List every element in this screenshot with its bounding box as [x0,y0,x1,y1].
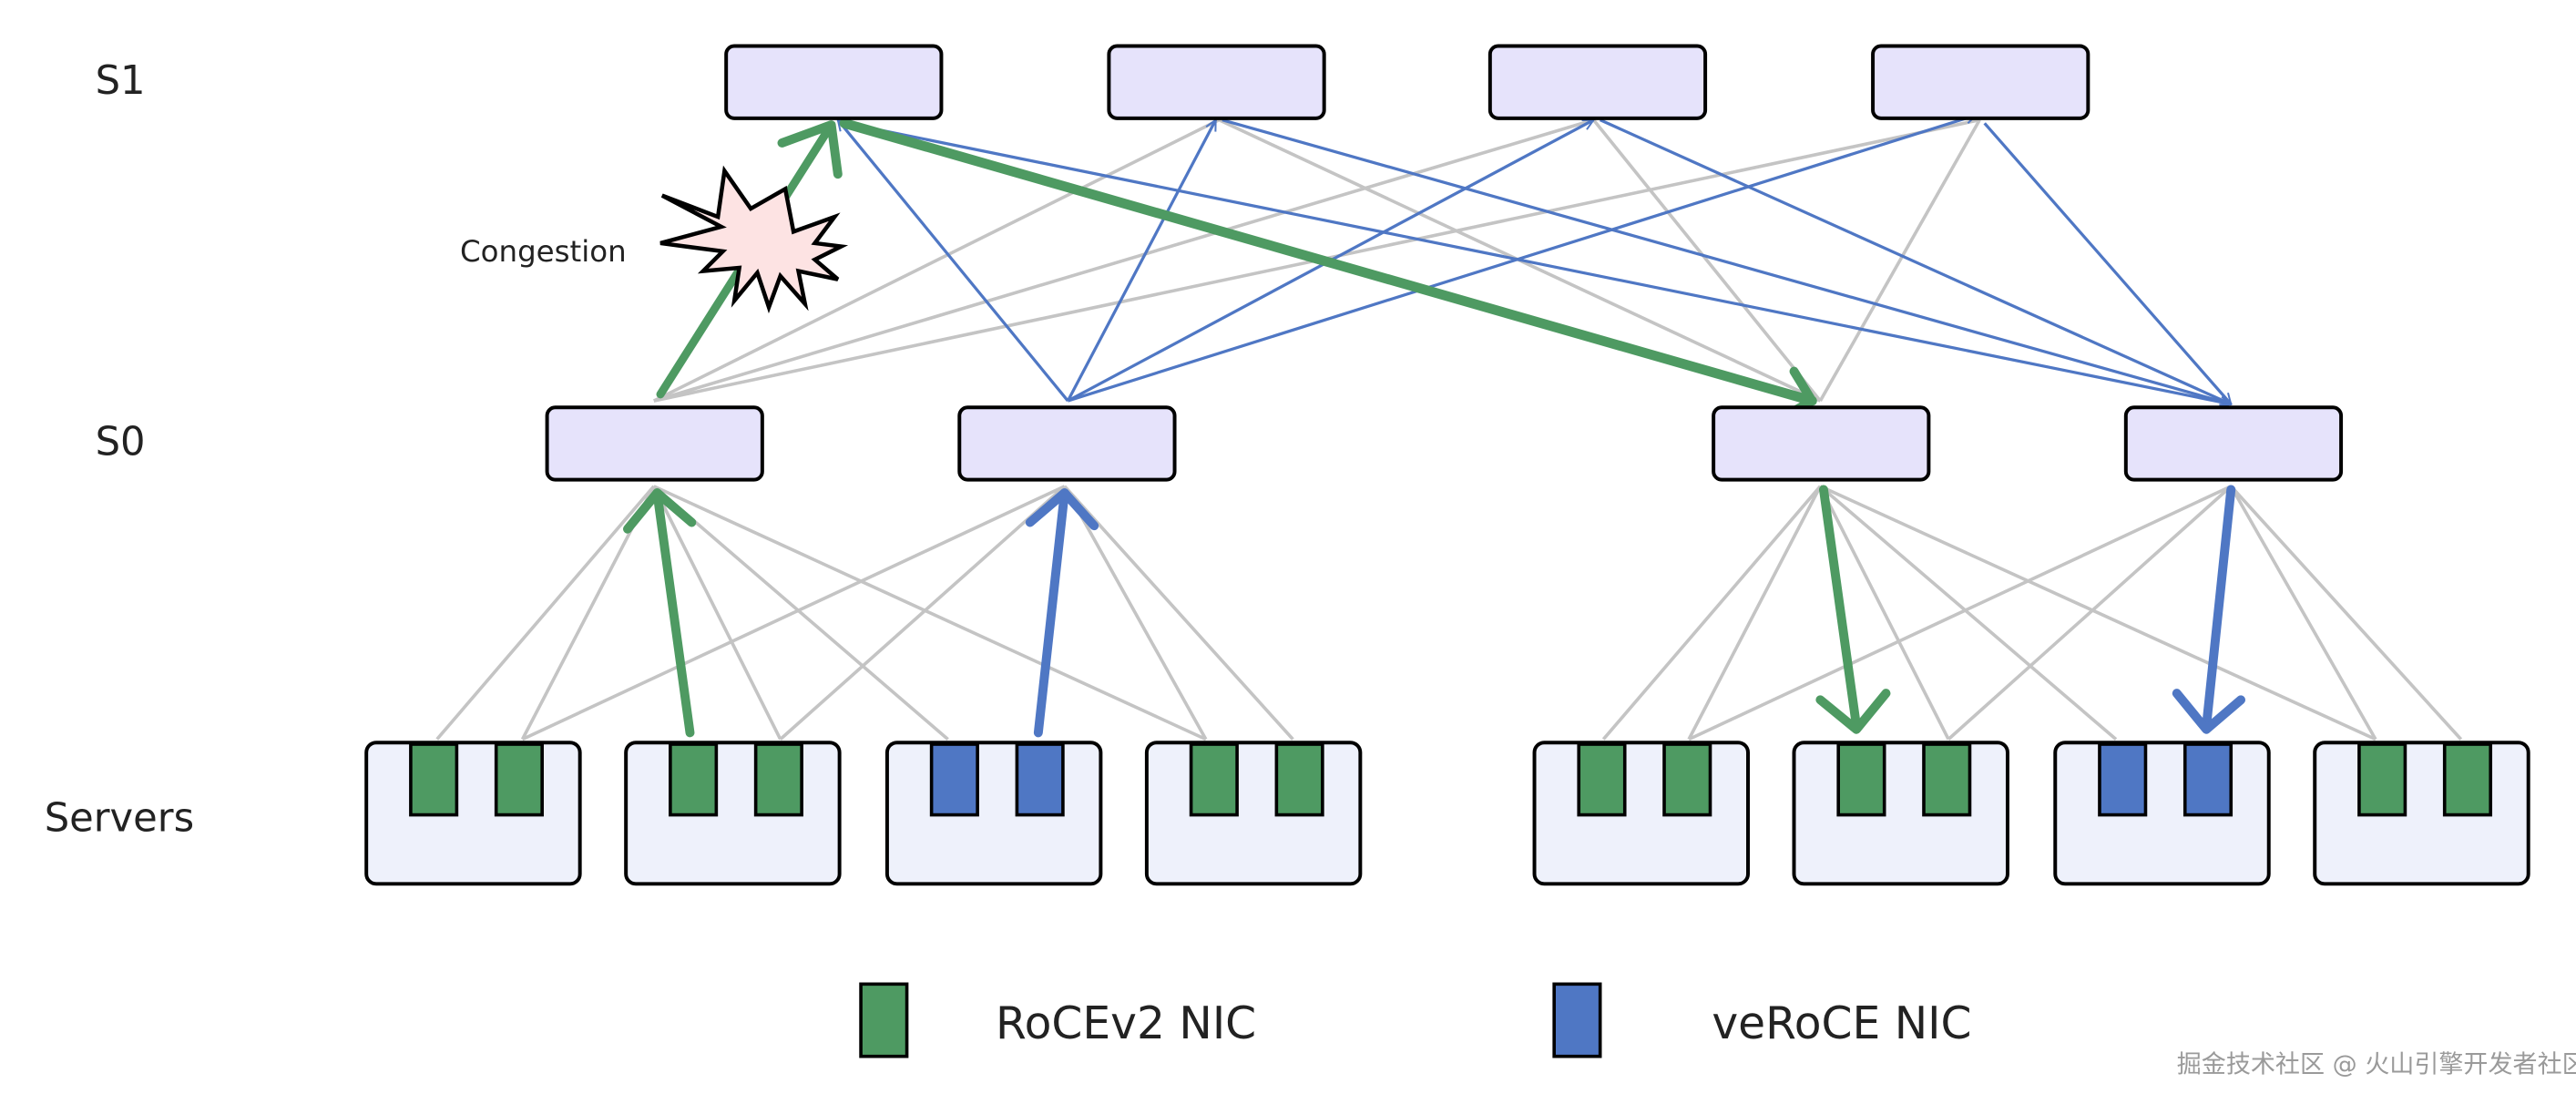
s0-switch-3 [1712,405,1931,482]
nic-rocev2 [409,742,459,817]
server-3 [884,741,1103,886]
veroce-link [1983,122,2232,404]
veroce-link [845,121,2231,404]
s1-switch-1 [724,44,944,120]
legend-swatch-rocev2 [859,982,909,1058]
rocev2-link-server-to-s0 [652,488,695,738]
s1-switch-3 [1487,44,1708,120]
server-1 [364,741,582,886]
s0-switch-1 [545,405,764,482]
server-7 [2053,741,2271,886]
s1-switch-4 [1871,44,2090,120]
veroce-spray-links [838,115,2231,404]
nic-rocev2 [1189,742,1239,817]
servers [364,741,2530,886]
arrowhead [623,488,697,534]
s1-switches [724,44,2090,120]
veroce-flow [1025,485,2246,738]
legend-label-veroce: veRoCE NIC [1712,998,1971,1049]
nic-rocev2 [1577,742,1627,817]
veroce-link [1067,115,1976,403]
arrowhead [1815,689,1891,734]
nic-veroce [929,742,979,817]
rocev2-flow [623,118,1891,738]
tier-label-s0: S0 [96,420,146,465]
nic-rocev2 [753,742,803,817]
server-4 [1144,741,1363,886]
veroce-link [1066,120,1218,402]
tier-label-servers: Servers [45,796,194,842]
s0-switch-2 [957,405,1177,482]
server-2 [624,741,842,886]
nic-veroce [1015,742,1065,817]
s0-switch-4 [2123,405,2344,482]
veroce-link [1600,118,2232,404]
nic-rocev2 [2442,742,2493,817]
rocev2-link-s0-to-server [1819,485,1861,731]
s0-switches [545,405,2344,482]
legend: RoCEv2 NIC veRoCE NIC [859,982,1972,1058]
nic-rocev2 [2357,742,2407,817]
nic-veroce [2098,742,2148,817]
nic-rocev2 [1662,742,1712,817]
nic-rocev2 [494,742,544,817]
nic-rocev2 [1922,742,1972,817]
legend-label-rocev2: RoCEv2 NIC [996,998,1256,1049]
nic-rocev2 [1274,742,1324,817]
server-6 [1792,741,2009,886]
rocev2-link-s1-to-s0 [839,118,1817,406]
veroce-link-server-to-s0 [1033,488,1069,738]
congestion-label: Congestion [460,234,627,269]
server-8 [2313,741,2530,886]
arrowhead [1025,488,1099,531]
arrowhead [777,120,843,179]
nic-rocev2 [669,742,719,817]
veroce-link [838,120,1069,403]
arrowhead [2172,689,2246,734]
veroce-link-s0-to-server [2202,485,2236,731]
congestion-burst-icon [659,165,849,314]
veroce-link [1222,118,2231,404]
s1-switch-2 [1107,44,1326,120]
legend-swatch-veroce [1552,982,1602,1058]
nic-veroce [2182,742,2234,817]
nic-rocev2 [1836,742,1886,817]
watermark: 掘金技术社区 @ 火山引擎开发者社区 [2177,1051,2576,1079]
idle-links-server-s0 [435,485,2463,741]
server-5 [1532,741,1750,886]
tier-label-s1: S1 [96,58,146,104]
